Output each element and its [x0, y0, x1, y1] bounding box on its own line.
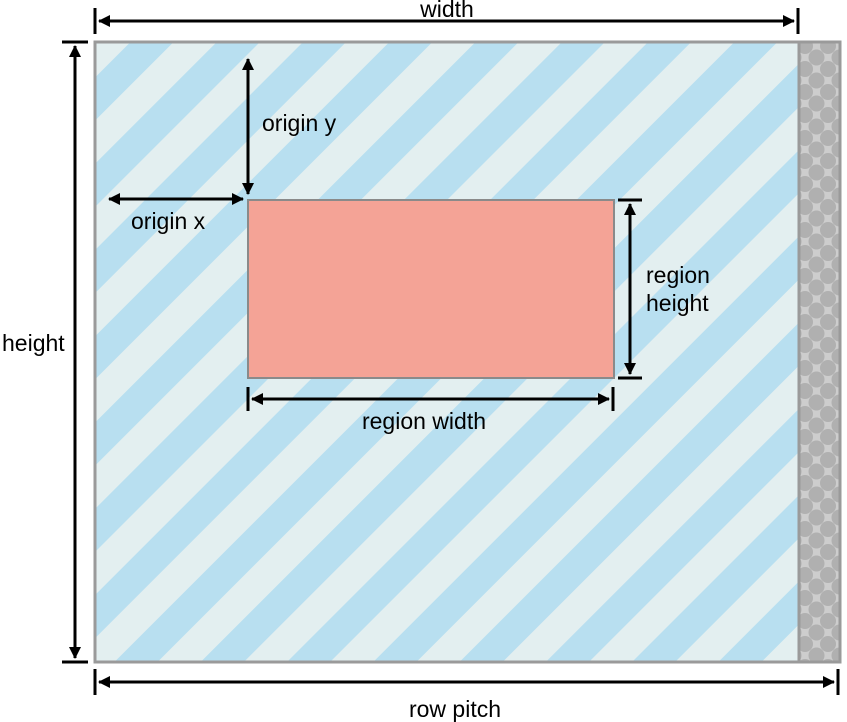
label-row-pitch: row pitch	[409, 696, 501, 722]
label-region-height-line1: region	[646, 262, 710, 288]
dimension-origin-x: origin x	[108, 193, 244, 234]
buffer-rectangle	[93, 40, 842, 664]
label-origin-x: origin x	[131, 208, 206, 234]
row-padding-area	[799, 42, 840, 662]
region-of-interest-rect	[247, 199, 615, 379]
label-region-height-line2: height	[646, 290, 709, 316]
label-region-width: region width	[362, 408, 486, 434]
label-width: width	[419, 0, 474, 22]
dimension-origin-y: origin y	[242, 58, 337, 195]
label-origin-y: origin y	[262, 110, 337, 136]
dimension-region-width: region width	[246, 387, 615, 434]
label-height: height	[2, 330, 65, 356]
dimension-width: width	[93, 0, 800, 34]
buffer-outline	[93, 40, 842, 664]
dimension-region-height: region height	[618, 198, 710, 380]
dimension-row-pitch: row pitch	[93, 669, 840, 722]
dimension-height: height	[2, 40, 88, 664]
